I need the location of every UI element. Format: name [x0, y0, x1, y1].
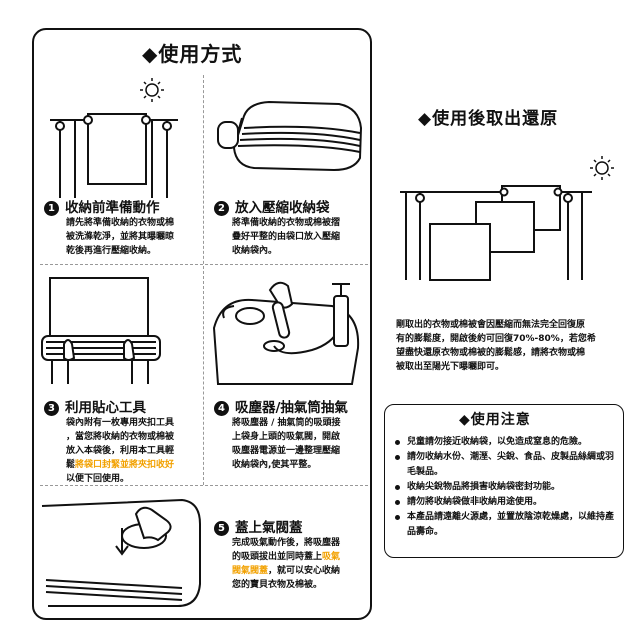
- desc-line: 被取出至陽光下曝曬即可。: [396, 362, 505, 372]
- restore-title: ◆使用後取出還原: [418, 109, 559, 129]
- caution-box: ◆使用注意 兒童請勿接近收納袋，以免造成窒息的危險。 請勿收納水份、潮溼、尖銳、…: [384, 404, 624, 558]
- usage-title: ◆使用方式: [142, 42, 243, 66]
- caution-item: 請勿將收納袋做非收納用途使用。: [393, 495, 619, 510]
- desc-line: 收納袋內,使其平整。: [232, 460, 317, 470]
- step-5-description: 完成吸氣動作後，將吸塵器 的吸頭拔出並同時蓋上吸氣 閥氣閥蓋，就可以安心收納 您…: [232, 536, 370, 592]
- usage-panel: ◆使用方式: [32, 28, 372, 620]
- step-1-title: 1 收納前準備動作: [44, 196, 160, 216]
- desc-text: 鬆: [66, 460, 76, 470]
- desc-line: 疊好平整的由袋口放入壓縮: [232, 232, 341, 242]
- step-number: 2: [214, 201, 229, 216]
- step-2-description: 將準備收納的衣物或棉被摺 疊好平整的由袋口放入壓縮 收納袋內。: [232, 216, 367, 258]
- desc-line: 乾後再進行壓縮收納。: [66, 246, 157, 256]
- desc-line: 收納袋內。: [232, 246, 278, 256]
- divider: [40, 485, 368, 486]
- restore-description: 剛取出的衣物或棉被會因壓縮而無法完全回復原 有的膨鬆度，開啟後約可回復70%-8…: [396, 318, 626, 374]
- desc-line: 您的寶貝衣物及棉被。: [232, 580, 323, 590]
- desc-line: 的吸頭拔出並同時蓋上吸氣: [232, 550, 370, 564]
- desc-line: 以便下回使用。: [66, 474, 130, 484]
- caution-item: 請勿收納水份、潮溼、尖銳、食品、皮製品絲綢或羽毛製品。: [393, 450, 619, 480]
- step-number: 1: [44, 201, 59, 216]
- caution-item: 本產品請遠離火源處，並置放陰涼乾燥處，以維持產品壽命。: [393, 510, 619, 540]
- caution-item: 收納尖銳物品將損害收納袋密封功能。: [393, 480, 619, 495]
- desc-text: 的吸頭拔出並同時蓋上: [232, 552, 323, 562]
- divider: [203, 75, 204, 485]
- desc-line: 將準備收納的衣物或棉被摺: [232, 218, 341, 228]
- step-title-text: 放入壓縮收納袋: [235, 200, 330, 216]
- step-5-title: 5 蓋上氣閥蓋: [214, 516, 303, 536]
- desc-line: 有的膨鬆度，開啟後約可回復70%-80%，若您希: [396, 334, 596, 344]
- desc-highlight: 吸氣: [322, 552, 341, 562]
- desc-line: 將吸塵器 / 抽氣筒的吸頭接: [232, 418, 341, 428]
- step-3-title: 3 利用貼心工具: [44, 396, 146, 416]
- divider: [40, 264, 368, 265]
- desc-line: 袋內附有一枚專用夾扣工具: [66, 418, 175, 428]
- desc-line: 完成吸氣動作後，將吸塵器: [232, 538, 341, 548]
- desc-line: 剛取出的衣物或棉被會因壓縮而無法完全回復原: [396, 320, 586, 330]
- step-title-text: 收納前準備動作: [65, 200, 160, 216]
- step-number: 4: [214, 401, 229, 416]
- desc-line: 被洗滌乾淨，並將其曝曬晾: [66, 232, 175, 242]
- step-number: 3: [44, 401, 59, 416]
- clip-tool-illustration: [41, 277, 161, 384]
- desc-line: 望盡快還原衣物或棉被的膨鬆感，請將衣物或棉: [396, 348, 586, 358]
- step-title-text: 利用貼心工具: [65, 400, 146, 416]
- vacuum-illustration: [212, 281, 360, 385]
- caution-title: ◆使用注意: [459, 412, 531, 428]
- step-number: 5: [214, 521, 229, 536]
- desc-highlight: 閥氣閥蓋: [232, 566, 269, 576]
- caution-list: 兒童請勿接近收納袋，以免造成窒息的危險。 請勿收納水份、潮溼、尖銳、食品、皮製品…: [393, 435, 619, 540]
- desc-highlight: 將袋口封緊並將夾扣收好: [75, 460, 175, 470]
- folded-blanket-illustration: [217, 100, 363, 172]
- desc-line: 吸塵器電源並一邊整理壓縮: [232, 446, 341, 456]
- step-4-description: 將吸塵器 / 抽氣筒的吸頭接 上袋身上頭的吸氣閥，開啟 吸塵器電源並一邊整理壓縮…: [232, 416, 370, 472]
- step-title-text: 蓋上氣閥蓋: [235, 520, 303, 536]
- desc-line: 放入本袋後，利用本工具輕: [66, 446, 175, 456]
- valve-cap-illustration: [41, 498, 201, 607]
- step-3-description: 袋內附有一枚專用夾扣工具 ，當您將收納的衣物或棉被 放入本袋後，利用本工具輕 鬆…: [66, 416, 204, 486]
- desc-text: ，就可以安心收納: [268, 566, 341, 576]
- desc-line: 請先將準備收納的衣物或棉: [66, 218, 175, 228]
- drying-rack-illustration: [50, 78, 178, 198]
- desc-line: 鬆將袋口封緊並將夾扣收好: [66, 458, 204, 472]
- step-1-description: 請先將準備收納的衣物或棉 被洗滌乾淨，並將其曝曬晾 乾後再進行壓縮收納。: [66, 216, 201, 258]
- desc-line: ，當您將收納的衣物或棉被: [66, 432, 175, 442]
- step-4-title: 4 吸塵器/抽氣筒抽氣: [214, 396, 348, 416]
- desc-line: 閥氣閥蓋，就可以安心收納: [232, 564, 370, 578]
- step-2-title: 2 放入壓縮收納袋: [214, 196, 330, 216]
- step-title-text: 吸塵器/抽氣筒抽氣: [235, 400, 348, 416]
- desc-line: 上袋身上頭的吸氣閥，開啟: [232, 432, 341, 442]
- caution-item: 兒童請勿接近收納袋，以免造成窒息的危險。: [393, 435, 619, 450]
- restore-drying-illustration: [400, 156, 614, 281]
